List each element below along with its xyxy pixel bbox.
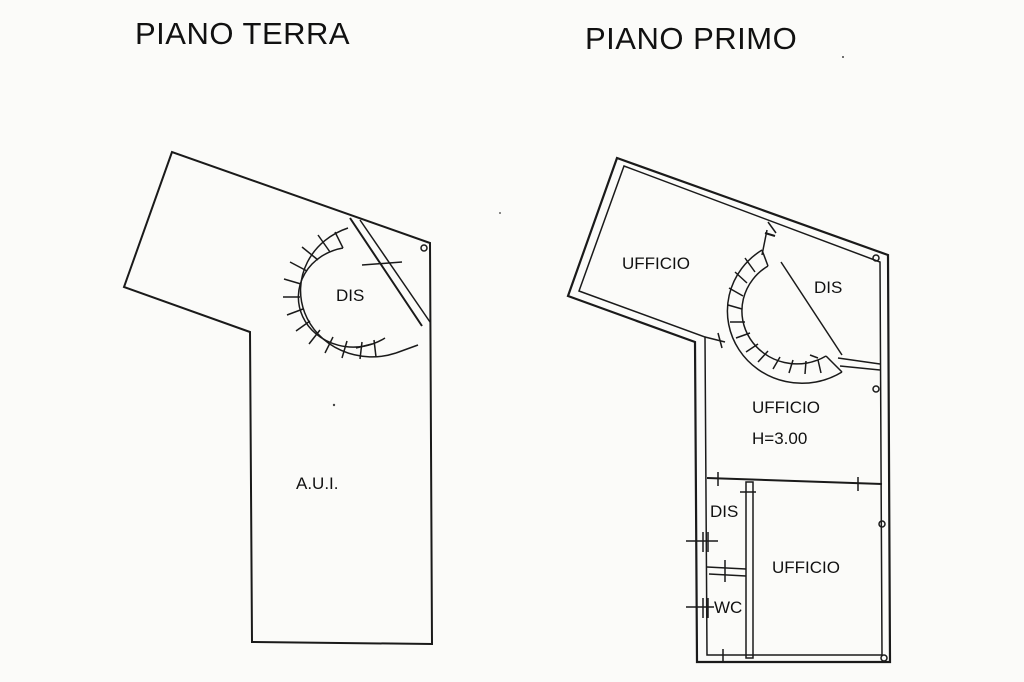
room-label-ufficio-mid: UFFICIO <box>752 398 820 417</box>
ground-floor-outline <box>122 150 434 646</box>
ground-floor-title: PIANO TERRA <box>135 16 351 51</box>
room-label-wc: WC <box>714 598 743 617</box>
first-floor-title: PIANO PRIMO <box>585 21 798 56</box>
room-label-dis-small: DIS <box>710 502 739 521</box>
room-label-dis-ground: DIS <box>336 286 365 305</box>
room-label-aui: A.U.I. <box>296 474 339 493</box>
first-floor-outline-inner <box>578 165 883 656</box>
room-label-ufficio-se: UFFICIO <box>772 558 840 577</box>
spiral-stair-ground <box>283 227 419 360</box>
room-label-height: H=3.00 <box>752 429 808 448</box>
room-label-dis-ne: DIS <box>814 278 843 297</box>
first-floor-plan <box>566 156 892 664</box>
first-floor-outline-outer <box>566 156 892 664</box>
spiral-stair-first <box>726 249 843 385</box>
ground-floor-plan <box>122 150 434 646</box>
room-label-ufficio-nw: UFFICIO <box>622 254 690 273</box>
